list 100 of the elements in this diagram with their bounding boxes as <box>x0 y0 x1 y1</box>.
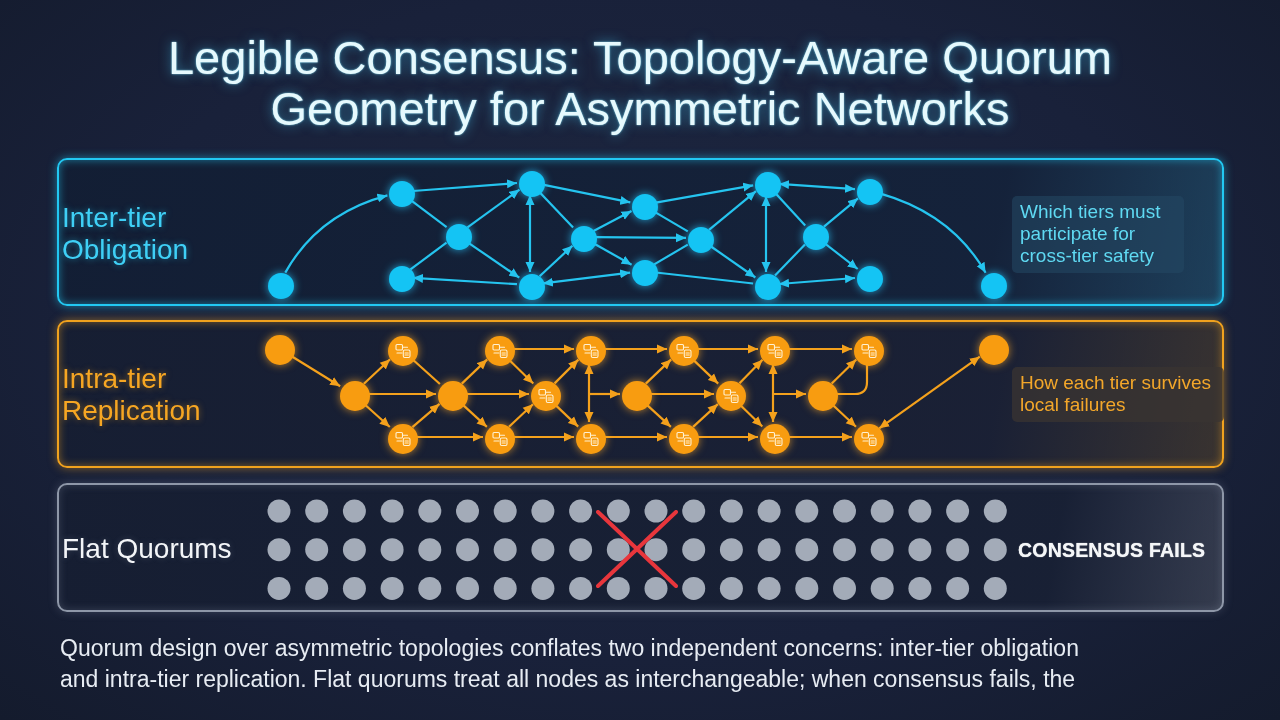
arrow <box>604 344 667 354</box>
arrow <box>593 210 632 232</box>
connector-line <box>653 243 689 266</box>
arrow <box>738 403 764 428</box>
arrow <box>584 364 594 422</box>
arrow <box>645 403 672 428</box>
replica-node <box>669 424 699 454</box>
replica-node <box>669 336 699 366</box>
replica-node <box>576 424 606 454</box>
arrow <box>284 193 388 274</box>
replica-node <box>622 381 652 411</box>
arrow <box>507 358 535 385</box>
arrow <box>466 188 521 229</box>
arrow <box>508 403 534 428</box>
replica-node <box>485 336 515 366</box>
arrow <box>467 241 520 279</box>
arrow <box>692 403 719 428</box>
connector-line <box>774 243 806 277</box>
network-node <box>755 274 781 300</box>
band-heading: Inter-tier Obligation <box>62 202 190 266</box>
arrow <box>830 358 858 385</box>
arrow <box>542 269 631 287</box>
arrow <box>692 358 719 385</box>
network-node <box>389 181 415 207</box>
connector-line <box>411 358 441 385</box>
network-node <box>519 171 545 197</box>
arrow <box>363 358 391 385</box>
arrow <box>650 389 714 399</box>
arrow <box>368 389 436 399</box>
arrow <box>778 180 856 193</box>
arrow <box>525 195 535 272</box>
tier-band <box>57 320 1224 468</box>
network-node <box>857 266 883 292</box>
network-node <box>632 194 658 220</box>
replica-node <box>388 424 418 454</box>
caption: Quorum design over asymmetric topologies conflates two independent concerns: inter-tier obligation and intra-tier replication. Flat quorums treat all nodes as interchangeable; when consensus fails, the <box>60 634 1080 694</box>
arrow <box>412 179 518 193</box>
connector-line <box>409 241 448 271</box>
network-node <box>571 226 597 252</box>
arrow <box>553 358 580 385</box>
tier-band <box>57 158 1224 306</box>
arrow <box>880 192 987 274</box>
connector-line <box>836 364 869 396</box>
replica-node <box>979 335 1009 365</box>
arrow <box>363 403 391 428</box>
replica-node <box>808 381 838 411</box>
replica-node <box>340 381 370 411</box>
arrow <box>589 389 620 399</box>
replica-node <box>576 336 606 366</box>
arrow <box>412 273 518 286</box>
arrow <box>513 344 574 354</box>
band-heading: Flat Quorums <box>62 533 233 565</box>
replica-node <box>854 336 884 366</box>
arrow <box>595 233 686 243</box>
arrow <box>708 190 757 231</box>
network-node <box>389 266 415 292</box>
arrow <box>823 197 859 228</box>
network-node <box>632 260 658 286</box>
note-box: How each tier survives local failures <box>1012 367 1224 422</box>
replica-node <box>531 381 561 411</box>
title: Legible Consensus: Topology-Aware Quorum Geometry for Asymmetric Networks <box>166 32 1113 134</box>
replica-node <box>388 336 418 366</box>
tier-band <box>57 483 1224 612</box>
arrow <box>773 389 806 399</box>
arrow <box>554 403 579 428</box>
network-node <box>519 274 545 300</box>
arrow <box>697 432 758 442</box>
arrow <box>738 358 764 385</box>
network-node <box>803 224 829 250</box>
arrow <box>761 196 771 272</box>
network-node <box>688 227 714 253</box>
replica-node <box>485 424 515 454</box>
arrow <box>831 403 857 428</box>
replica-node <box>760 336 790 366</box>
replica-node <box>438 381 468 411</box>
arrow <box>416 432 483 442</box>
network-node <box>268 273 294 299</box>
arrow <box>697 344 758 354</box>
arrow <box>461 358 488 385</box>
arrow <box>290 354 341 388</box>
network-node <box>446 224 472 250</box>
arrow <box>466 389 529 399</box>
network-node <box>857 179 883 205</box>
arrow <box>604 432 667 442</box>
arrow <box>538 245 574 277</box>
network-node <box>755 172 781 198</box>
arrow <box>768 364 778 422</box>
arrow <box>411 402 441 429</box>
arrow <box>655 182 754 204</box>
arrow <box>513 432 574 442</box>
network-node <box>981 273 1007 299</box>
arrow <box>788 432 852 442</box>
status-text: CONSENSUS FAILS <box>1018 538 1207 562</box>
replica-node <box>760 424 790 454</box>
replica-node <box>716 381 746 411</box>
arrow <box>788 344 852 354</box>
arrow <box>645 358 672 385</box>
band-heading: Intra-tier Replication <box>62 363 202 427</box>
arrow <box>461 403 488 428</box>
replica-node <box>265 335 295 365</box>
